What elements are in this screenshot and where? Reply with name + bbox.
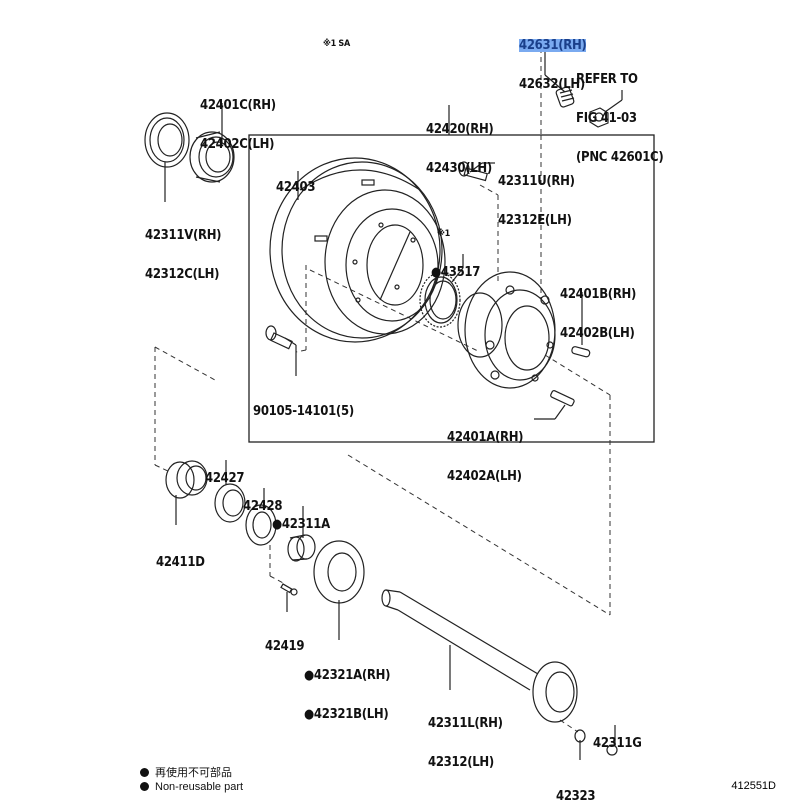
part-label-42311u[interactable]: 42311U(RH) 42312E(LH)	[498, 149, 575, 240]
stud-42401a-art	[550, 390, 575, 407]
legend-text: Non-reusable part	[155, 781, 244, 793]
part-label-42311v[interactable]: 42311V(RH) 42312C(LH)	[145, 203, 222, 294]
bearing-42411d-art	[165, 460, 208, 499]
part-number-lh[interactable]: ●42321B(LH)	[304, 707, 389, 722]
part-number[interactable]: 42403	[276, 180, 316, 195]
part-label-42419[interactable]: 42419	[265, 614, 305, 666]
part-number-rh[interactable]: 42401A(RH)	[447, 430, 524, 445]
part-label-42631[interactable]: 42631(RH) 42632(LH)	[519, 13, 587, 104]
non-reusable-dot-icon	[140, 782, 149, 791]
brake-drum-42403-art	[269, 157, 446, 343]
part-label-42427[interactable]: 42427	[205, 446, 245, 498]
bearing-42401c-art	[189, 131, 235, 183]
assembly-frame	[248, 134, 655, 443]
refer-line-2[interactable]: FIG 41-03	[576, 111, 637, 126]
part-number-lh[interactable]: 42312E(LH)	[498, 213, 572, 228]
part-label-42311g[interactable]: 42311G	[593, 711, 642, 763]
washer-42428-art	[245, 504, 277, 546]
part-number-rh[interactable]: 42631(RH)	[519, 38, 587, 53]
part-number-rh[interactable]: 42420(RH)	[426, 122, 494, 137]
gasket-42321-art	[313, 540, 365, 604]
washer-42323-art	[574, 729, 586, 743]
part-number-lh[interactable]: 42402B(LH)	[560, 326, 635, 341]
part-number[interactable]: 42427	[205, 471, 245, 486]
part-number-rh[interactable]: 42311L(RH)	[428, 716, 503, 731]
sensor-rotor-43517-art	[419, 272, 461, 328]
note-sa: ※1 SA	[323, 39, 350, 49]
refer-line-1: REFER TO	[576, 72, 638, 87]
part-number-lh[interactable]: 42312(LH)	[428, 755, 494, 770]
part-number[interactable]: 42428	[243, 499, 283, 514]
part-number-lh[interactable]: 42402A(LH)	[447, 469, 522, 484]
refer-line-3[interactable]: (PNC 42601C)	[576, 150, 664, 165]
part-number[interactable]: 42311G	[593, 736, 642, 751]
refer-note[interactable]: REFER TO FIG 41-03 (PNC 42601C)	[576, 47, 664, 177]
part-number-rh[interactable]: 42401B(RH)	[560, 287, 637, 302]
part-number[interactable]: ●42311A	[272, 517, 330, 532]
part-number-lh[interactable]: 42402C(LH)	[200, 137, 275, 152]
part-number-rh[interactable]: ●42321A(RH)	[304, 668, 391, 683]
nut-42311g-art	[606, 744, 618, 756]
part-label-90105[interactable]: 90105-14101(5)	[253, 379, 354, 431]
part-number[interactable]: 42411D	[156, 555, 205, 570]
hub-bolt-42311u-art	[458, 161, 488, 182]
part-number[interactable]: 42323	[556, 789, 596, 800]
part-label-42420[interactable]: 42420(RH) 42430(LH)	[426, 97, 494, 188]
non-reusable-dot-icon	[140, 768, 149, 777]
retainer-42427-art	[214, 483, 246, 523]
part-number[interactable]: 90105-14101(5)	[253, 404, 354, 419]
oil-seal-42311a-art	[287, 534, 316, 562]
bolt-90105-art	[265, 325, 293, 350]
legend-text: 再使用不可部品	[155, 767, 232, 779]
legend: 再使用不可部品 Non-reusable part	[140, 766, 243, 794]
oil-seal-42311v-art	[144, 112, 190, 168]
part-label-42401b[interactable]: 42401B(RH) 42402B(LH)	[560, 262, 636, 353]
part-number-rh[interactable]: 42401C(RH)	[200, 98, 276, 113]
note-sensor-rotor: ※1	[437, 229, 450, 239]
part-label-42403[interactable]: 42403	[276, 155, 316, 207]
part-label-43517[interactable]: ●43517	[431, 240, 480, 292]
bolt-42419-art	[280, 583, 298, 596]
leader-lines	[164, 43, 623, 760]
part-number[interactable]: 42419	[265, 639, 305, 654]
part-label-42321[interactable]: ●42321A(RH) ●42321B(LH)	[304, 643, 390, 734]
axle-hub-art	[457, 271, 556, 389]
hub-bolt-42631-art	[555, 86, 575, 108]
figure-id: 412551D	[731, 780, 776, 792]
pin-42401b-art	[571, 346, 591, 358]
legend-item-en: Non-reusable part	[140, 780, 243, 794]
axle-shaft-42311l-art	[381, 589, 578, 723]
part-number[interactable]: ●43517	[431, 265, 481, 280]
part-label-42311l[interactable]: 42311L(RH) 42312(LH)	[428, 691, 503, 782]
part-number-rh[interactable]: 42311V(RH)	[145, 228, 222, 243]
part-label-42311a[interactable]: ●42311A	[272, 492, 330, 544]
part-number-lh[interactable]: 42632(LH)	[519, 77, 585, 92]
part-label-42411d[interactable]: 42411D	[156, 530, 205, 582]
part-number-lh[interactable]: 42312C(LH)	[145, 267, 220, 282]
part-label-42401a[interactable]: 42401A(RH) 42402A(LH)	[447, 405, 524, 496]
part-label-42428[interactable]: 42428	[243, 474, 283, 526]
part-number-rh[interactable]: 42311U(RH)	[498, 174, 575, 189]
part-number-lh[interactable]: 42430(LH)	[426, 161, 492, 176]
part-label-42323[interactable]: 42323	[556, 764, 596, 800]
part-label-42401c[interactable]: 42401C(RH) 42402C(LH)	[200, 73, 276, 164]
assembly-dashed-lines	[154, 48, 611, 733]
nut-refer-art	[589, 107, 609, 128]
legend-item-jp: 再使用不可部品	[140, 766, 243, 780]
